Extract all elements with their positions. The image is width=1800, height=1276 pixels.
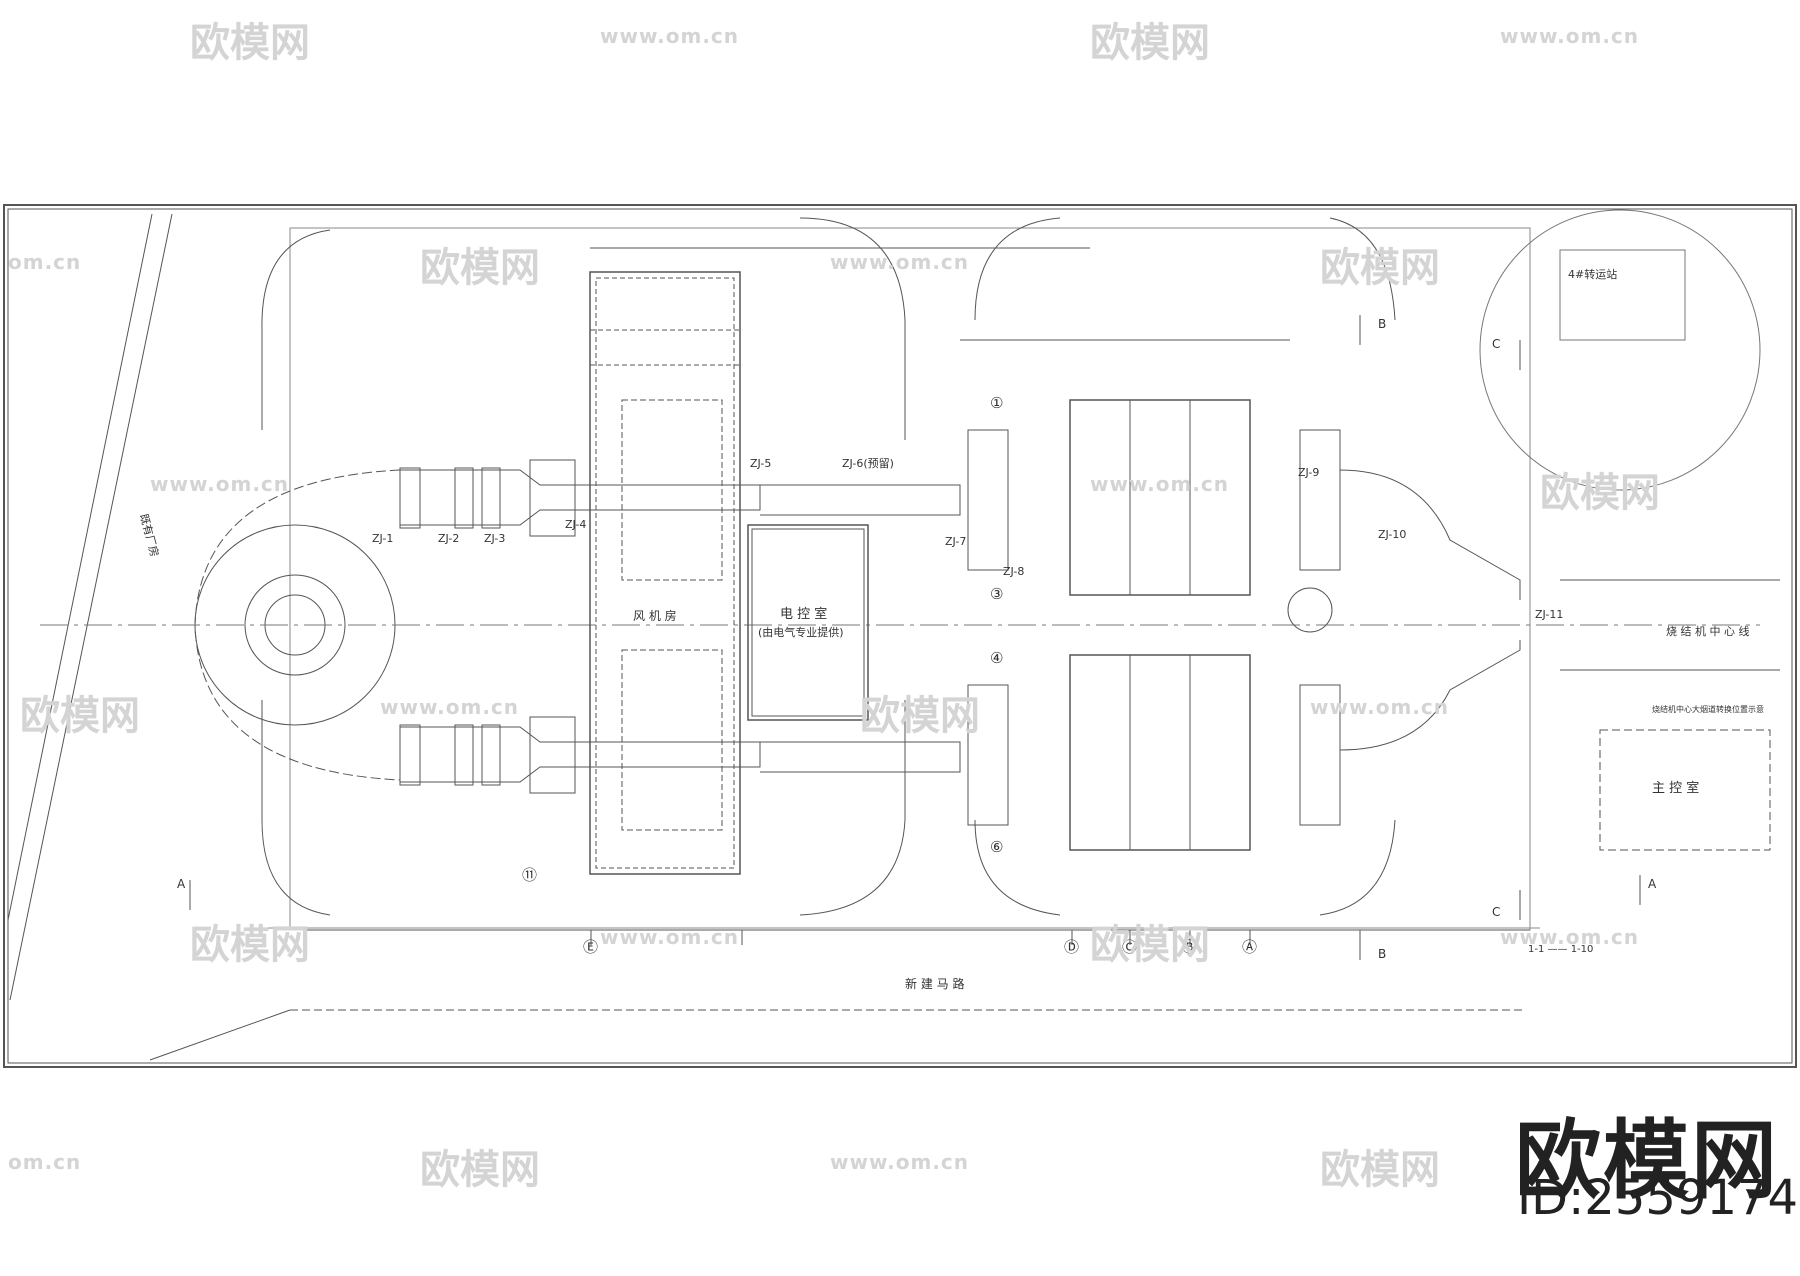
section-b-top: B	[1378, 317, 1386, 331]
tag-zj-11: ZJ-11	[1535, 608, 1563, 621]
new-road-label: 新 建 马 路	[905, 976, 964, 991]
main-control-label: 主 控 室	[1652, 780, 1699, 796]
grid-bubble-d: Ⓓ	[1064, 938, 1079, 956]
electric-room-outline	[747, 524, 869, 721]
electric-room-title: 电 控 室	[780, 606, 827, 622]
grid-bubble-4: ④	[990, 649, 1003, 667]
electric-room-note: (由电气专业提供)	[758, 625, 844, 639]
grid-bubble-11: ⑪	[522, 866, 537, 884]
transfer-station-label: 4#转运站	[1568, 267, 1617, 281]
grid-bubble-6: ⑥	[990, 838, 1003, 856]
tag-zj-4: ZJ-4	[565, 518, 586, 531]
tag-zj-9: ZJ-9	[1298, 466, 1319, 479]
model-id-label: ID:2559174	[1517, 1170, 1799, 1226]
tag-zj-10: ZJ-10	[1378, 528, 1406, 541]
tag-zj-2: ZJ-2	[438, 532, 459, 545]
fan-room-label: 风 机 房	[633, 608, 677, 623]
tag-zj-5: ZJ-5	[750, 457, 771, 470]
drawing-frame	[3, 204, 1797, 1068]
fan-room-outline	[589, 271, 741, 875]
tag-zj-1: ZJ-1	[372, 532, 393, 545]
grid-bubble-3: ③	[990, 585, 1003, 603]
tag-zj-8: ZJ-8	[1003, 565, 1024, 578]
axis-range-label: 1-1 —— 1-10	[1528, 944, 1593, 955]
left-strip-label: 既有厂房	[137, 512, 162, 558]
section-a-right: A	[1648, 877, 1657, 891]
tag-zj-6: ZJ-6(预留)	[842, 457, 894, 470]
precipitator-upper	[1069, 399, 1251, 596]
precipitator-lower	[1069, 654, 1251, 851]
grid-bubble-a: Ⓐ	[1242, 938, 1257, 956]
brand-logo-text: 欧模网	[1515, 1111, 1779, 1211]
left-boundary	[9, 213, 173, 1001]
section-b-bottom: B	[1378, 947, 1386, 961]
grid-bubble-c: Ⓒ	[1122, 938, 1137, 956]
centerline-note: 烧结机中心大烟道转换位置示意	[1652, 704, 1764, 714]
section-c-top: C	[1492, 337, 1500, 351]
grid-bubble-b: Ⓑ	[1182, 938, 1197, 956]
section-c-bottom: C	[1492, 905, 1500, 919]
centerline-label: 烧 结 机 中 心 线	[1666, 624, 1749, 638]
grid-bubble-e: Ⓔ	[583, 938, 598, 956]
grid-bubble-1: ①	[990, 394, 1003, 412]
section-a-left: A	[177, 877, 186, 891]
tag-zj-7: ZJ-7	[945, 535, 966, 548]
tag-zj-3: ZJ-3	[484, 532, 505, 545]
